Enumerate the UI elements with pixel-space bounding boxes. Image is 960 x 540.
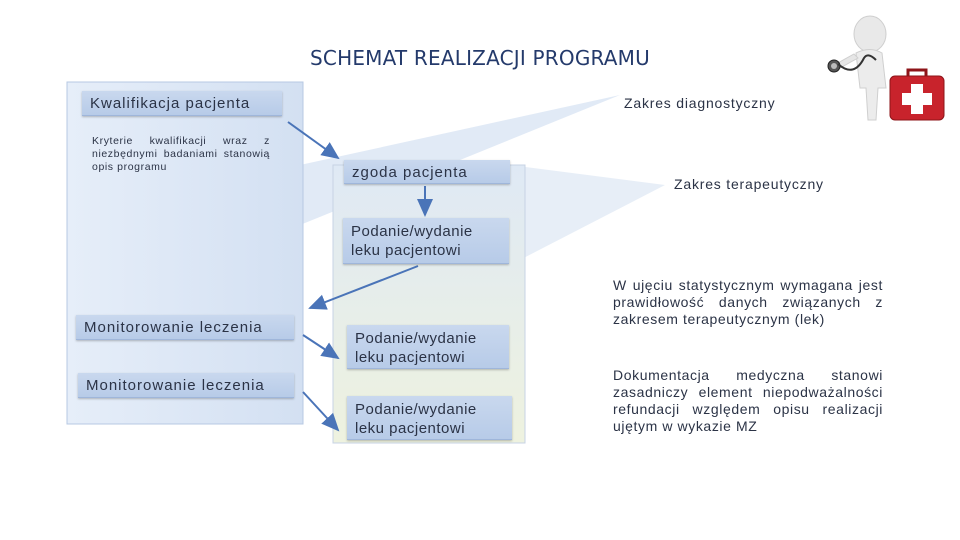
page-title: SCHEMAT REALIZACJI PROGRAMU <box>310 46 650 70</box>
doctor-illustration <box>827 15 945 121</box>
consent-box: zgoda pacjenta <box>344 160 510 184</box>
documentation-note: Dokumentacja medyczna stanowi zasadniczy… <box>613 367 883 434</box>
dispense-box-3: Podanie/wydanie leku pacjentowi <box>347 396 512 440</box>
arrow-qualification-to-consent <box>287 121 340 160</box>
arrow-monitoring-to-dispense-3 <box>302 391 340 432</box>
dispense-box-2: Podanie/wydanie leku pacjentowi <box>347 325 509 369</box>
diagnostic-scope-label: Zakres diagnostyczny <box>624 95 776 111</box>
therapeutic-scope-label: Zakres terapeutyczny <box>674 176 824 192</box>
statistical-note: W ujęciu statystycznym wymagana jest pra… <box>613 277 883 327</box>
arrow-dispense-to-monitoring <box>308 265 419 310</box>
monitoring-box-2: Monitorowanie leczenia <box>78 373 294 398</box>
figure-head <box>853 15 887 53</box>
figure-body <box>855 49 887 121</box>
therapeutic-callout-wedge <box>510 165 665 265</box>
dispense-box-1: Podanie/wydanie leku pacjentowi <box>343 218 509 264</box>
left-panel <box>66 81 304 425</box>
qualification-box: Kwalifikacja pacjenta <box>82 91 282 116</box>
arrow-monitoring-to-dispense-2 <box>302 334 340 360</box>
monitoring-box-1: Monitorowanie leczenia <box>76 315 294 340</box>
criteria-text: Kryterie kwalifikacji wraz z niezbędnymi… <box>92 135 270 173</box>
